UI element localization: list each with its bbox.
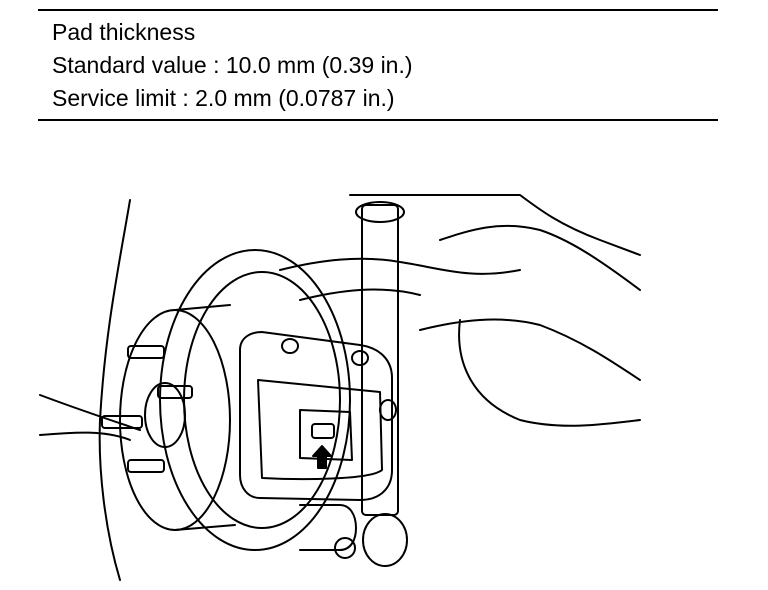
service-limit: Service limit : 2.0 mm (0.0787 in.) (52, 85, 395, 111)
hub-center (144, 382, 186, 448)
inspection-arrow (312, 445, 332, 469)
wheel-studs (101, 345, 193, 473)
frame-upper (349, 194, 641, 256)
bottom-rule (38, 119, 718, 121)
spec-title: Pad thickness (52, 19, 196, 45)
frame-link (279, 257, 521, 275)
bleeder-screw (379, 399, 397, 421)
strut-top (355, 201, 405, 223)
frame-arm-lower (419, 318, 641, 381)
caliper-pad-window (299, 409, 353, 461)
disc-inner-ring (183, 271, 341, 529)
spec-block: Pad thickness Standard value : 10.0 mm (… (52, 16, 413, 115)
caliper-bolt-top (281, 338, 299, 354)
frame-curve (458, 319, 641, 427)
top-rule (38, 9, 718, 11)
brake-disc (159, 249, 351, 551)
lower-bolt (334, 537, 356, 559)
hub-face (119, 309, 231, 531)
fender-line (98, 199, 131, 581)
caliper-bolt-right (351, 350, 369, 366)
standard-value: Standard value : 10.0 mm (0.39 in.) (52, 52, 413, 78)
caliper-body (239, 331, 393, 501)
frame-link-2 (299, 288, 421, 301)
hub-side (174, 304, 236, 531)
knuckle-joint (362, 513, 408, 567)
caliper-inner (257, 379, 383, 481)
fender-lower (39, 394, 141, 431)
frame-arm (439, 224, 641, 291)
pad-slot (311, 423, 335, 439)
slide-pin (299, 504, 357, 551)
fender-lower-2 (39, 431, 131, 441)
